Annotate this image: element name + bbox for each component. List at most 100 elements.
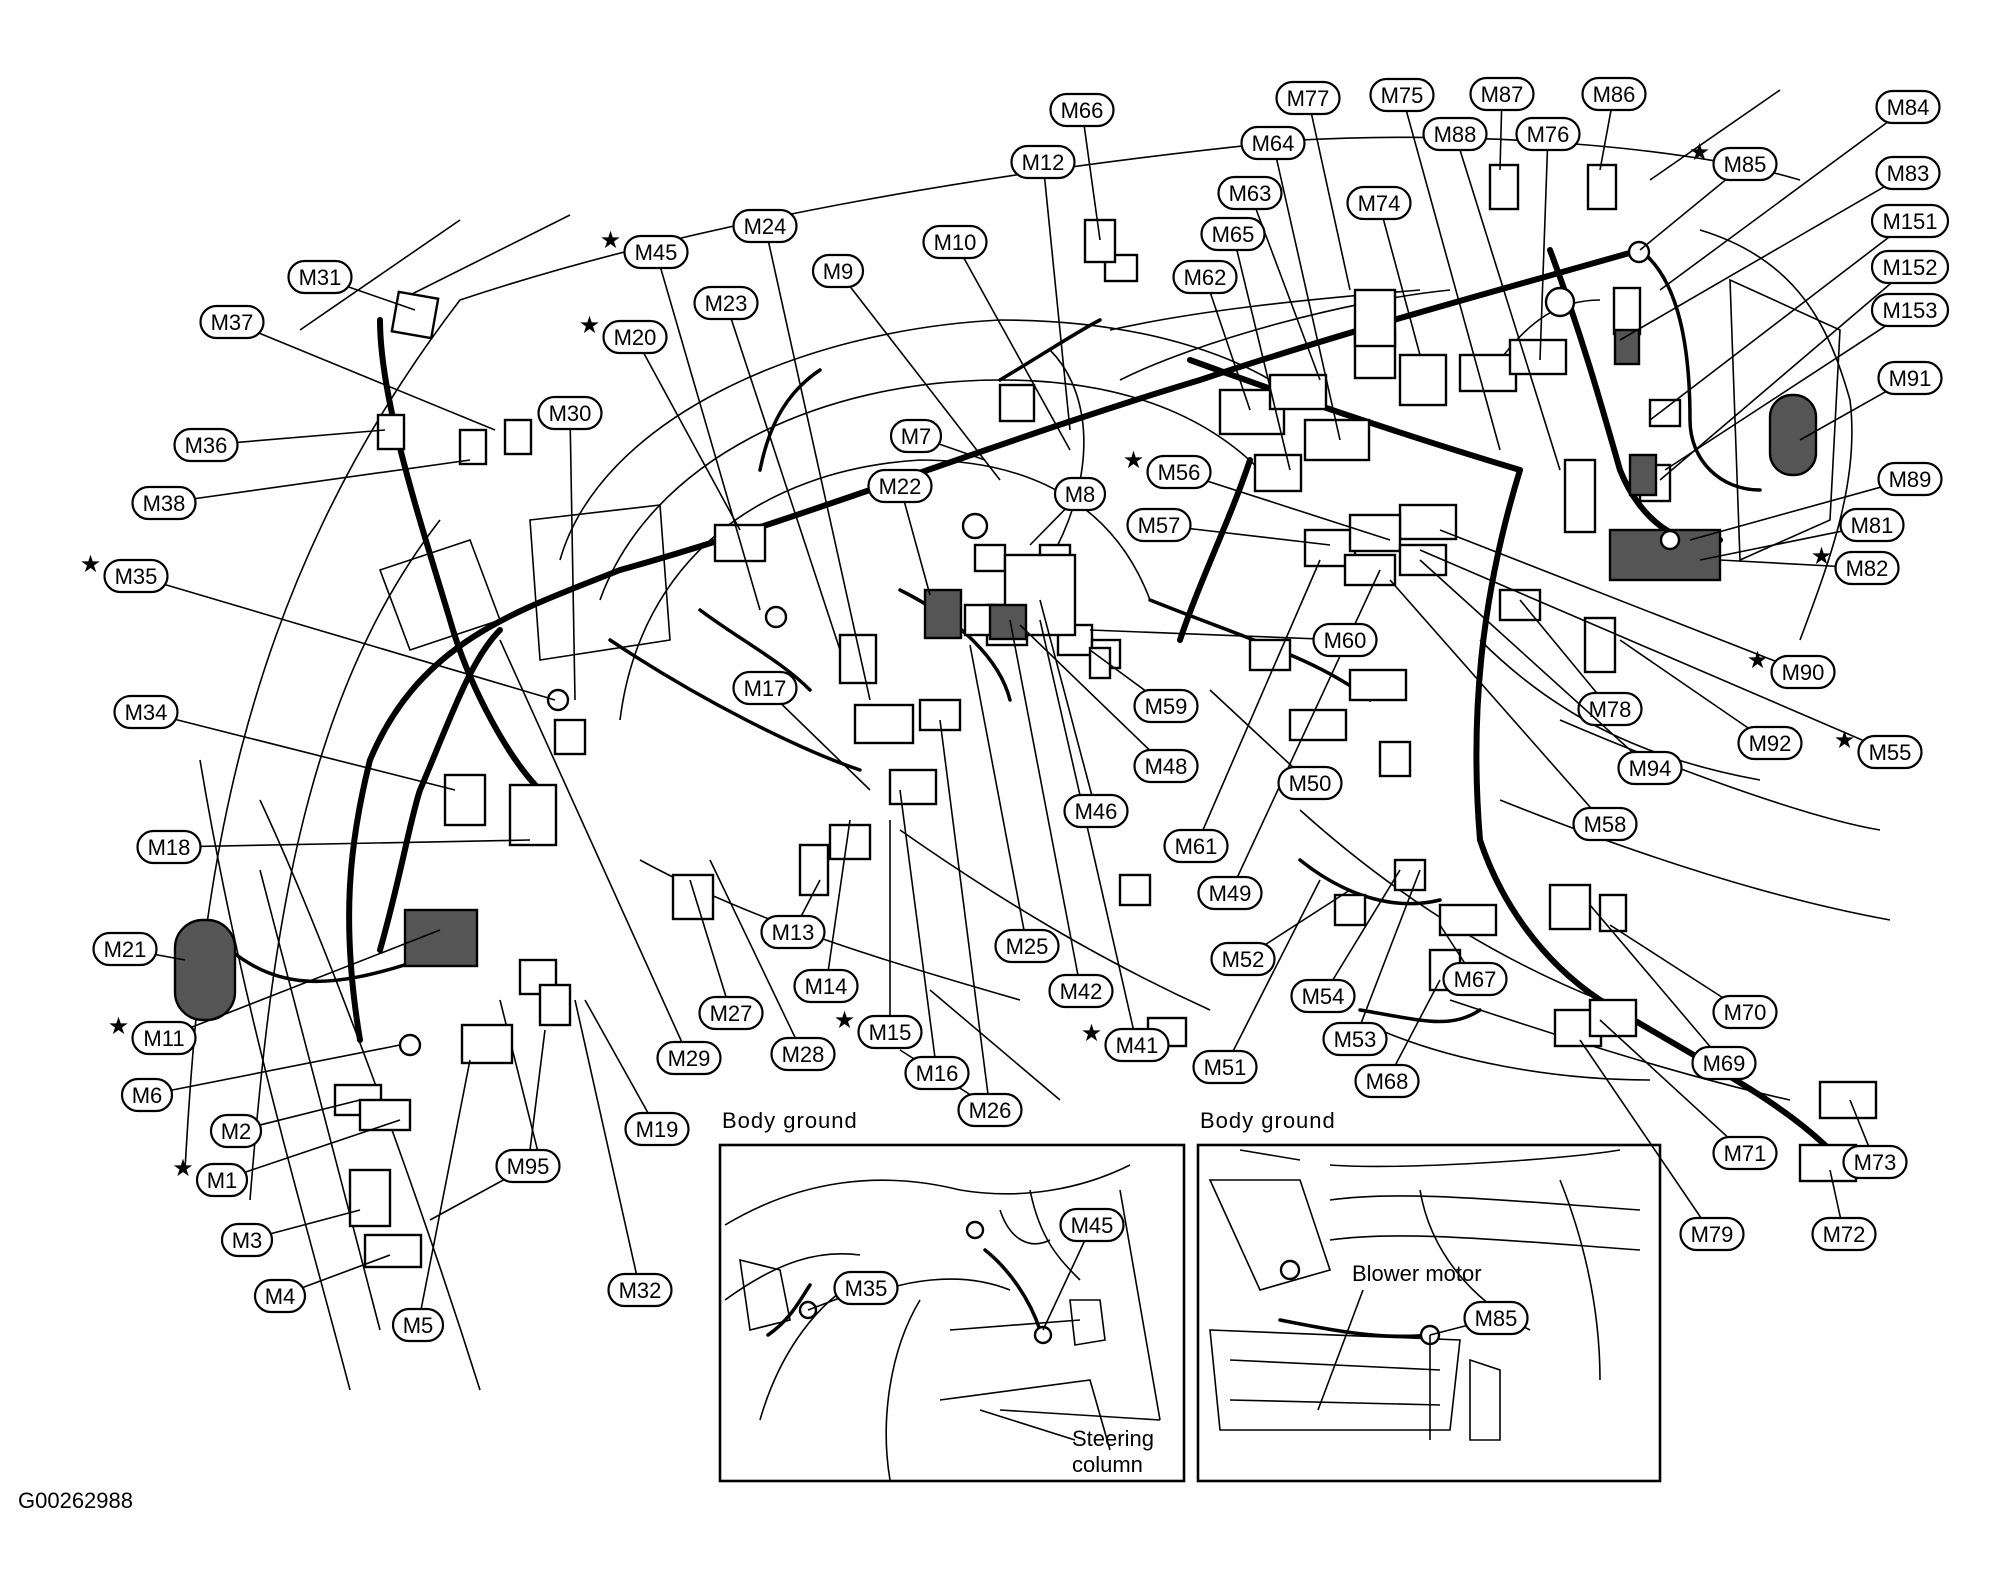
callout-m87: M87	[1469, 76, 1535, 171]
inset-blower-note: Blower motor	[1352, 1261, 1482, 1286]
callout-m14: M14	[793, 819, 859, 1004]
callout-leader-m32	[574, 999, 641, 1291]
callout-label-m36: M36	[185, 433, 228, 458]
callout-m27: M27	[689, 879, 764, 1031]
callout-leader-m19	[584, 999, 658, 1130]
callout-pill-m64	[1240, 125, 1306, 161]
callout-m18: M18	[136, 829, 531, 865]
callout-pill-m95	[495, 1148, 561, 1184]
callout-m74: M74	[1346, 185, 1421, 356]
callout-label-m78: M78	[1589, 697, 1632, 722]
callout-m28: M28	[709, 859, 836, 1072]
callout-label-m17: M17	[744, 676, 787, 701]
callout-m42: M42	[1009, 619, 1114, 1009]
callout-m75: M75	[1369, 77, 1501, 451]
callout-m26: M26	[939, 719, 1023, 1128]
callout-leader-m48	[1019, 624, 1167, 767]
callout-m34: M34	[113, 694, 456, 791]
callout-m45: M45★	[600, 227, 761, 611]
callout-m8: M8	[1029, 476, 1107, 546]
callout-label-m31: M31	[299, 265, 342, 290]
callout-leader-m35	[135, 575, 556, 701]
callout-label-m10: M10	[934, 230, 977, 255]
callout-pill-m5	[391, 1307, 445, 1343]
callout-label-m35: M35	[115, 564, 158, 589]
callout-label-m25: M25	[1006, 934, 1049, 959]
callout-label-m1: M1	[207, 1168, 238, 1193]
callout-pill-m70	[1712, 994, 1778, 1030]
callout-pill-m35	[103, 558, 169, 594]
callout-leader-m74	[1378, 202, 1421, 356]
callout-label-m21: M21	[104, 937, 147, 962]
callout-pill-m8	[1053, 476, 1107, 512]
callout-pill-m36	[173, 427, 239, 463]
callout-pill-m4	[253, 1278, 307, 1314]
callout-pill-m84	[1875, 89, 1941, 125]
callout-pill-m3	[220, 1222, 274, 1258]
callout-pill-m17	[732, 670, 798, 706]
callout-pill-m82	[1834, 550, 1900, 586]
callout-leader-m56	[1178, 471, 1391, 541]
callout-pill-m151	[1870, 203, 1950, 239]
callout-label-m20: M20	[614, 325, 657, 350]
callout-leader-m83	[1619, 172, 1909, 341]
callout-leader-m5	[417, 1059, 471, 1326]
callout-leader-m62	[1204, 276, 1251, 411]
callout-pill-m15	[857, 1014, 923, 1050]
callout-label-m84: M84	[1887, 95, 1930, 120]
callout-m7: M7	[889, 418, 986, 461]
callout-m32: M32	[574, 999, 673, 1308]
callout-leader-m11	[163, 929, 441, 1039]
callout-label-m63: M63	[1229, 181, 1272, 206]
callout-pill-m52	[1210, 941, 1276, 977]
callout-pill-m13	[760, 914, 826, 950]
callout-pill-m60	[1312, 622, 1378, 658]
callout-pill-m88	[1422, 116, 1488, 152]
callout-m64: M64	[1240, 125, 1341, 441]
callout-leader-m58	[1389, 579, 1606, 825]
inset-steering-title: Body ground	[722, 1108, 858, 1133]
callout-leader-m66	[1081, 109, 1101, 241]
callout-inset-m85: M85	[1429, 1300, 1529, 1336]
callout-label-m23: M23	[705, 291, 748, 316]
callout-pill-m20	[602, 319, 668, 355]
callout-m66: M66	[1049, 92, 1115, 241]
figure-id: G00262988	[18, 1488, 133, 1513]
callout-leader-m18	[168, 839, 531, 848]
star-marker-icon: ★	[1747, 647, 1769, 674]
callout-pill-m51	[1192, 1049, 1258, 1085]
callout-pill-m59	[1133, 688, 1199, 724]
callout-label-m52: M52	[1222, 947, 1265, 972]
callout-label-m73: M73	[1854, 1150, 1897, 1175]
callout-pill-m26	[957, 1092, 1023, 1128]
star-marker-icon: ★	[108, 1013, 130, 1040]
callout-leader-m28	[709, 859, 804, 1055]
callout-m83: M83	[1619, 155, 1941, 341]
callout-pill-m67	[1442, 961, 1508, 997]
callout-label-m24: M24	[744, 214, 787, 239]
star-marker-icon: ★	[1834, 727, 1856, 754]
callout-m38: M38	[131, 459, 471, 521]
callout-m41: M41★	[1039, 619, 1170, 1063]
callout-pill-m94	[1617, 750, 1683, 786]
callout-pill-m57	[1126, 507, 1192, 543]
callout-m68: M68	[1354, 979, 1441, 1099]
callout-label-m53: M53	[1334, 1027, 1377, 1052]
callout-label-m153: M153	[1882, 298, 1937, 323]
callout-m50: M50	[1209, 689, 1343, 801]
callout-m15: M15★	[834, 820, 923, 1050]
callout-pill-m68	[1354, 1063, 1420, 1099]
callout-m73: M73	[1842, 1099, 1908, 1180]
callout-leader-m41	[1039, 619, 1138, 1046]
star-marker-icon: ★	[1689, 139, 1711, 166]
callout-m1: M1★	[172, 1119, 401, 1198]
callout-m69: M69	[1589, 904, 1757, 1081]
callout-leader-m20	[634, 336, 741, 531]
callout-label-m77: M77	[1287, 86, 1330, 111]
callout-label-m79: M79	[1691, 1222, 1734, 1247]
callout-label-m81: M81	[1851, 513, 1894, 538]
callout-pill-inset-m35	[833, 1270, 899, 1306]
callout-label-m34: M34	[125, 700, 168, 725]
callout-label-m151: M151	[1882, 209, 1937, 234]
callout-leader-m42	[1009, 619, 1082, 992]
